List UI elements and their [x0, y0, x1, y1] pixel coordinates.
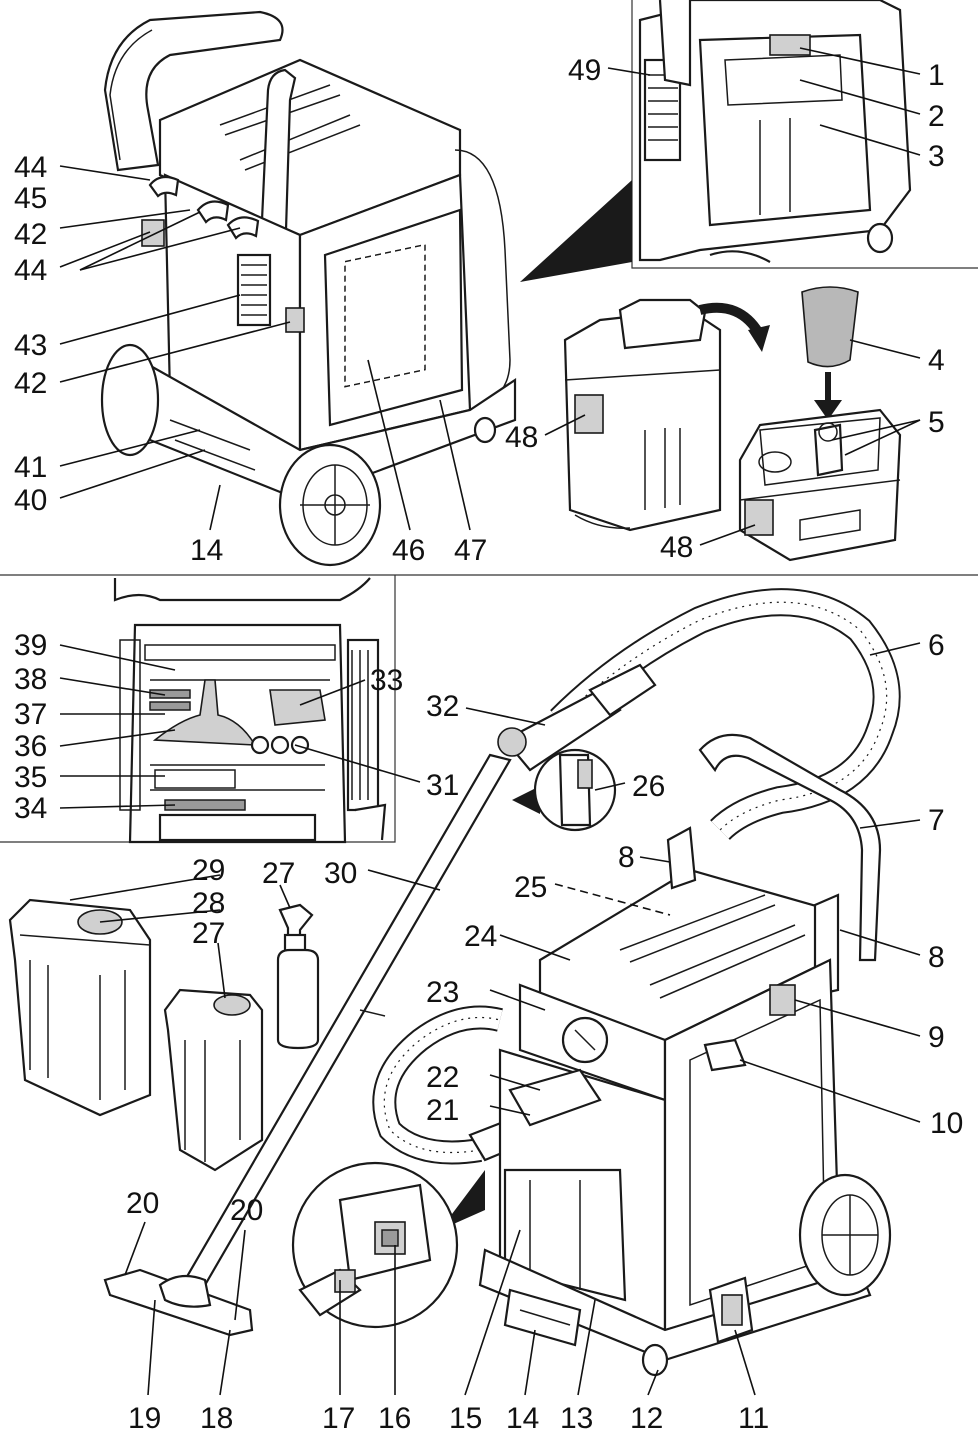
label-31: 31: [426, 769, 459, 802]
label-35: 35: [14, 761, 47, 794]
label-8a: 8: [618, 841, 635, 874]
cabinet-interior-view: [113, 577, 387, 844]
label-23: 23: [426, 976, 459, 1009]
container-box-closed: [563, 298, 722, 532]
label-9: 9: [928, 1021, 945, 1054]
label-24: 24: [464, 920, 497, 953]
label-34: 34: [14, 792, 47, 825]
label-36: 36: [14, 730, 47, 763]
label-4: 4: [928, 344, 945, 377]
label-46: 46: [392, 534, 425, 567]
label-43: 43: [14, 329, 47, 362]
label-44a: 44: [14, 151, 47, 184]
label-11: 11: [738, 1402, 769, 1435]
label-5: 5: [928, 406, 945, 439]
label-26: 26: [632, 770, 665, 803]
tank-small: [163, 988, 264, 1172]
label-15: 15: [449, 1402, 482, 1435]
label-25: 25: [514, 871, 547, 904]
label-42b: 42: [14, 367, 47, 400]
label-33: 33: [370, 664, 403, 697]
label-13: 13: [560, 1402, 593, 1435]
label-3: 3: [928, 140, 945, 173]
tank-large: [8, 898, 152, 1117]
label-42a: 42: [14, 218, 47, 251]
label-27b: 27: [192, 917, 225, 950]
inset-cable-compartment: [520, 0, 912, 282]
machine-rear-view: [100, 10, 517, 567]
label-8b: 8: [928, 941, 945, 974]
zoom-coupling: [512, 748, 617, 832]
label-22: 22: [426, 1061, 459, 1094]
machine-front-view: [478, 733, 892, 1377]
label-14a: 14: [190, 534, 223, 567]
container-box-open: [738, 408, 902, 562]
label-14b: 14: [506, 1402, 539, 1435]
label-21: 21: [426, 1094, 459, 1127]
label-6: 6: [928, 629, 945, 662]
label-27a: 27: [262, 857, 295, 890]
part-number-labels: 1 2 3 4 5 6 7 8 8 9 10 11 12 13 14 15 16…: [14, 54, 963, 1435]
label-40: 40: [14, 484, 47, 517]
label-17: 17: [322, 1402, 355, 1435]
label-45: 45: [14, 182, 47, 215]
label-41: 41: [14, 451, 47, 484]
label-29: 29: [192, 854, 225, 887]
label-30: 30: [324, 857, 357, 890]
label-28: 28: [192, 887, 225, 920]
label-32: 32: [426, 690, 459, 723]
label-12: 12: [630, 1402, 663, 1435]
rotate-arrow: [698, 302, 770, 352]
label-48b: 48: [660, 531, 693, 564]
label-10: 10: [930, 1107, 963, 1140]
zoom-power-socket: [291, 1161, 485, 1329]
filter-bag: [801, 286, 859, 420]
label-38: 38: [14, 663, 47, 696]
label-7: 7: [928, 804, 945, 837]
label-47: 47: [454, 534, 487, 567]
label-39: 39: [14, 629, 47, 662]
label-18: 18: [200, 1402, 233, 1435]
spray-bottle: [276, 903, 320, 1050]
label-16: 16: [378, 1402, 411, 1435]
label-19: 19: [128, 1402, 161, 1435]
label-44b: 44: [14, 254, 47, 287]
label-49: 49: [568, 54, 601, 87]
label-37: 37: [14, 698, 47, 731]
leader-lines: [59, 47, 921, 1396]
label-1: 1: [928, 59, 945, 92]
label-2: 2: [928, 100, 945, 133]
label-48a: 48: [505, 421, 538, 454]
label-20b: 20: [230, 1194, 263, 1227]
label-20a: 20: [126, 1187, 159, 1220]
